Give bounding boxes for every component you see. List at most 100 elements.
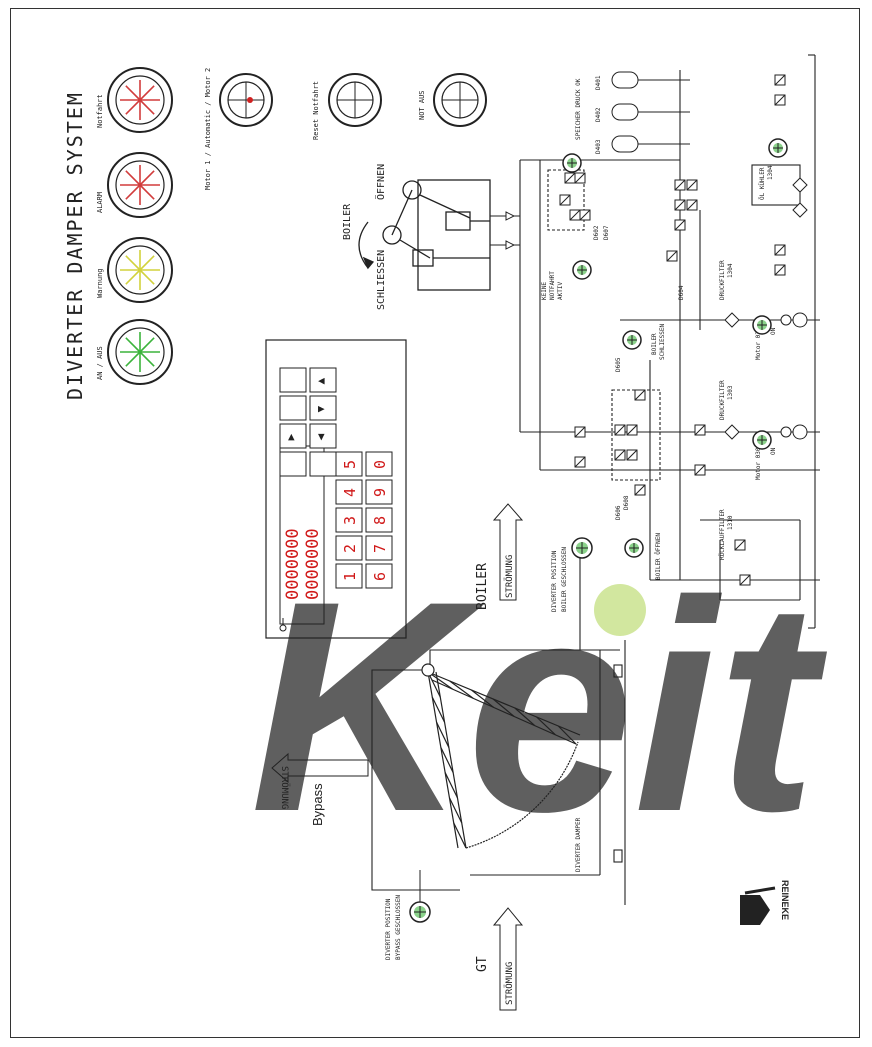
digit-key-2[interactable]: 2	[335, 535, 363, 561]
hydraulic-lines	[490, 54, 820, 629]
valve-symbol	[559, 194, 571, 206]
watermark-text: Keit	[250, 538, 829, 874]
valve-symbol	[569, 209, 581, 221]
boiler-actuator	[358, 179, 491, 291]
motor-1-state: ON	[770, 447, 777, 455]
mode-switch[interactable]	[219, 73, 273, 127]
check-valve-symbol	[505, 211, 516, 221]
logo-text: REINEKE	[780, 880, 790, 920]
druckfilter-1-num: 1304	[727, 263, 734, 278]
motor-1-label: Motor 0301	[755, 443, 762, 480]
digit-key-8[interactable]: 8	[365, 507, 393, 533]
digit-key-9[interactable]: 9	[365, 479, 393, 505]
indicator-lamp-1	[107, 319, 173, 385]
valve-symbol	[774, 264, 786, 276]
valve-symbol	[579, 209, 591, 221]
damper-label: DIVERTER DAMPER	[575, 817, 582, 872]
pos-bypass-label-2: BYPASS GESCHLOSSEN	[395, 895, 402, 960]
valve-symbol	[564, 172, 576, 184]
pos-bypass-label-1: DIVERTER POSITION	[385, 898, 392, 960]
hydraulic-components	[505, 74, 808, 586]
actuator-boiler-label: BOILER	[342, 203, 353, 240]
valve-symbol	[739, 574, 751, 586]
keypad-key[interactable]	[279, 451, 307, 477]
status-lamp-5	[768, 138, 788, 158]
valve-symbol	[634, 389, 646, 401]
diverter-damper	[421, 663, 581, 849]
valve-symbol	[694, 464, 706, 476]
status-lamp-7	[752, 430, 772, 450]
duct-bypass-label: Bypass	[310, 783, 325, 826]
digit-key-0[interactable]: 0	[365, 451, 393, 477]
digit-key-7[interactable]: 7	[365, 535, 393, 561]
tank-label-1: D401	[595, 75, 602, 90]
keypad-key[interactable]	[309, 451, 337, 477]
duct-boiler-label: BOILER	[475, 563, 490, 610]
indicator-lamp-4	[107, 67, 173, 133]
cooler-symbol	[792, 177, 808, 193]
keypad-display-line-2: 0000000	[303, 528, 323, 600]
keit-watermark: Keit	[250, 538, 829, 874]
keypad-display-line-1: 0000000	[283, 528, 303, 600]
valve-label-D606: D606	[615, 505, 622, 520]
boiler-offnen-label: BOILER ÖFFNEN	[655, 533, 662, 580]
pos-boiler-label-2: BOILER GESCHLOSSEN	[561, 547, 568, 612]
accumulator-tanks	[611, 71, 639, 153]
valve-symbol	[686, 199, 698, 211]
pos-boiler-label-1: DIVERTER POSITION	[551, 550, 558, 612]
digit-key-5[interactable]: 5	[335, 451, 363, 477]
not-aus-button[interactable]	[433, 73, 487, 127]
rucklauf-num: 1310	[727, 515, 734, 530]
reset-notfahrt-label: Reset Notfahrt	[312, 81, 320, 140]
valve-symbol	[734, 539, 746, 551]
indicator-lamp-2	[107, 237, 173, 303]
status-lamp-6	[752, 315, 772, 335]
actuator-close-label: SCHLIESSEN	[376, 250, 387, 310]
tank-label-2: D402	[595, 107, 602, 122]
valve-symbol	[774, 94, 786, 106]
boiler-schliessen-label-1: BOILER	[651, 333, 658, 355]
keine-notfahrt-label-1: KEINE	[541, 282, 548, 300]
keypad-arrow-keys[interactable]: ▲ ◀▶▼	[279, 367, 337, 477]
keypad-key[interactable]	[279, 367, 307, 393]
druckfilter-1-label: DRUCKFILTER	[719, 260, 726, 300]
status-lamp-4	[624, 538, 644, 558]
motor-2-state: ON	[770, 327, 777, 335]
keypad-key[interactable]	[279, 395, 307, 421]
duct-outline	[371, 545, 626, 905]
status-lamp-1	[562, 153, 582, 173]
diagram-frame	[10, 8, 860, 1038]
keypad-key[interactable]: ◀	[309, 367, 337, 393]
digit-key-4[interactable]: 4	[335, 479, 363, 505]
valve-symbol	[574, 426, 586, 438]
indicator-label-2: Warnung	[96, 268, 104, 298]
digit-key-1[interactable]: 1	[335, 563, 363, 589]
valve-symbol	[774, 244, 786, 256]
valve-symbol	[666, 250, 678, 262]
digit-key-label: 7	[371, 544, 389, 553]
arrow-key-icon: ▲	[288, 430, 295, 443]
digit-key-3[interactable]: 3	[335, 507, 363, 533]
actuator-open-label: ÖFFNEN	[374, 164, 387, 200]
digit-key-label: 2	[341, 544, 359, 553]
valve-label-D602: D602	[593, 225, 600, 240]
status-lamp-2	[572, 260, 592, 280]
digit-key-label: 4	[341, 488, 359, 497]
digit-key-label: 1	[341, 572, 359, 581]
digit-key-6[interactable]: 6	[365, 563, 393, 589]
keypad-key[interactable]: ▶	[309, 395, 337, 421]
flow-arrow-boiler	[492, 503, 524, 601]
reset-notfahrt-button[interactable]	[328, 73, 382, 127]
keypad-key[interactable]: ▲	[279, 423, 307, 449]
status-lamp-3	[622, 330, 642, 350]
duct-gt-label: GT	[475, 956, 490, 972]
reineke-logo: REINEKE	[740, 880, 790, 925]
digit-key-label: 5	[341, 460, 359, 469]
flow-arrow-gt	[492, 907, 524, 1011]
druckfilter-2-num: 1303	[727, 385, 734, 400]
valve-symbol	[674, 199, 686, 211]
indicator-label-1: AN / AUS	[96, 346, 104, 380]
pos-bypass-lamp	[409, 870, 431, 923]
keypad-key[interactable]: ▼	[309, 423, 337, 449]
